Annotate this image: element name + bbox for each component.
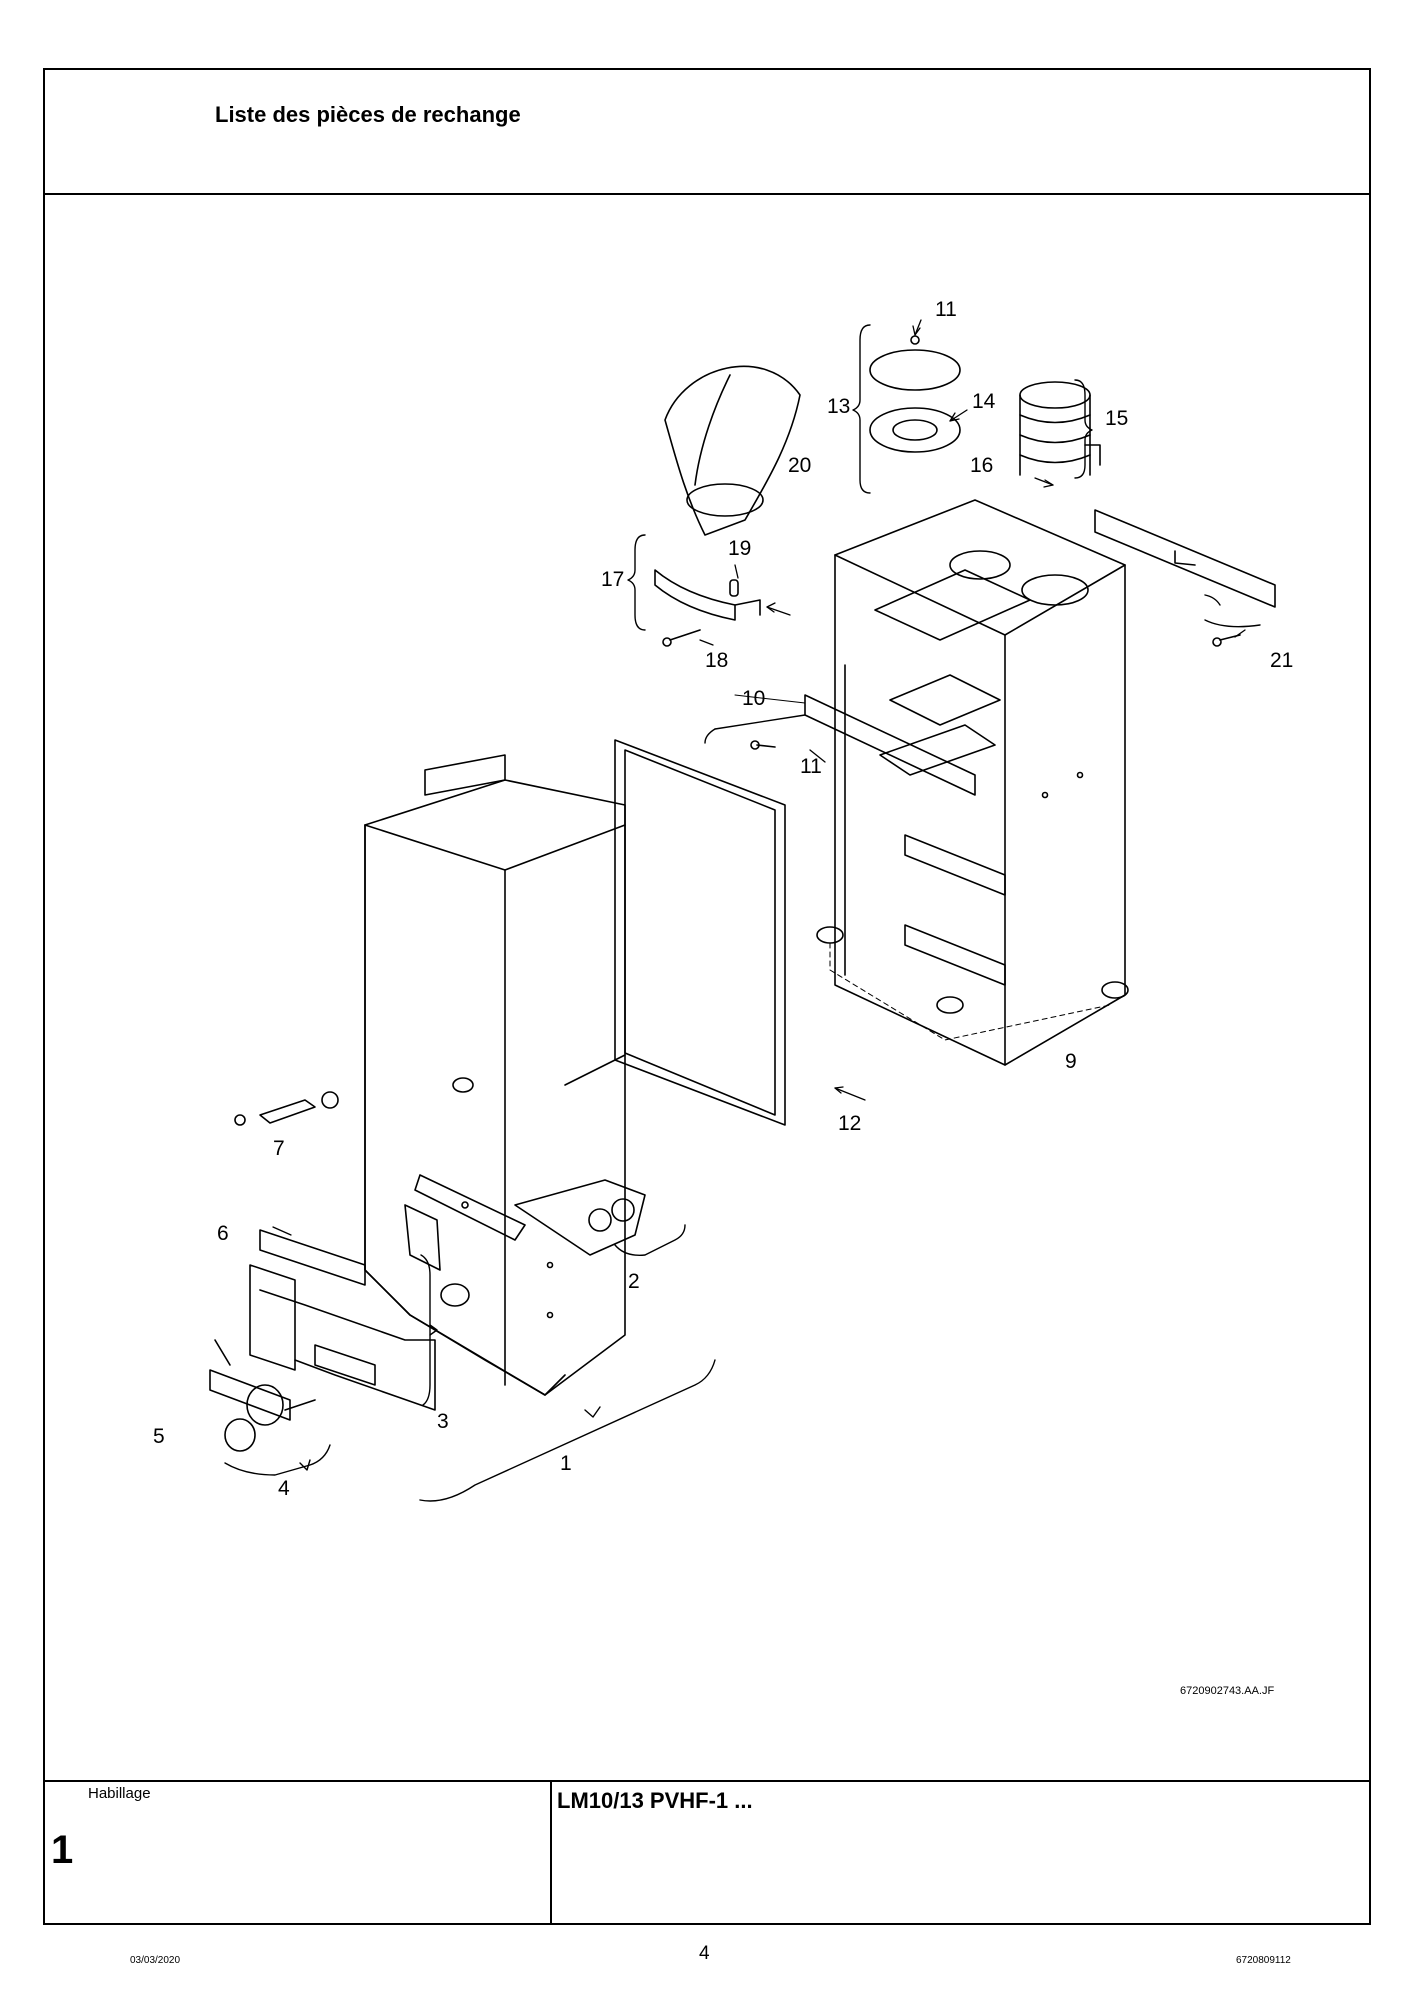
callout-7: 7 [273,1137,285,1160]
callout-9: 9 [1065,1050,1077,1073]
callout-3: 3 [437,1410,449,1433]
callout-6: 6 [217,1222,229,1245]
callout-11-bottom: 11 [800,755,822,778]
flue-elbow [664,365,801,536]
footer-column-divider [550,1780,552,1925]
callout-2: 2 [628,1270,640,1293]
page-title: Liste des pièces de rechange [215,102,521,127]
callout-16: 16 [970,454,993,477]
front-frame-panel [614,739,786,1126]
section-caption: Habillage [88,1785,151,1802]
casing-front-panel [364,754,646,1396]
gasket-set [869,335,961,453]
callout-labels: 1 2 3 4 5 6 7 9 10 11 11 12 13 14 15 16 … [153,298,1293,1500]
header-divider [43,193,1371,195]
clamp-set [654,569,761,647]
grommets [816,926,1129,1041]
callout-18: 18 [705,649,728,672]
callout-13: 13 [827,395,850,418]
callout-1: 1 [560,1452,572,1475]
callout-17: 17 [601,568,624,591]
control-panel-parts [209,1091,436,1452]
print-date: 03/03/2020 [130,1955,181,1966]
flue-adaptor [1019,381,1101,476]
callout-21: 21 [1270,649,1293,672]
callout-14: 14 [972,390,996,413]
section-number: 1 [51,1828,74,1872]
crossbar-rail [734,694,976,796]
exploded-parts-drawing: 1 2 3 4 5 6 7 9 10 11 11 12 13 14 15 16 … [45,195,1369,1780]
document-number: 6720809112 [1236,1955,1291,1966]
callout-11-top: 11 [935,298,957,321]
callout-20: 20 [788,454,811,477]
callout-19: 19 [728,537,751,560]
callout-10: 10 [742,687,765,710]
drawing-reference-code: 6720902743.AA.JF [1180,1685,1275,1697]
group-braces [224,324,1261,1502]
leader-lines [272,319,1246,1236]
callout-15: 15 [1105,407,1128,430]
chassis-back-frame [834,499,1126,1066]
footer-divider [43,1780,1371,1782]
callout-12: 12 [838,1112,861,1135]
page-number: 4 [699,1943,710,1964]
callout-5: 5 [153,1425,165,1448]
callout-4: 4 [278,1477,290,1500]
model-name: LM10/13 PVHF-1 ... [557,1788,753,1813]
page-frame [43,68,1371,1925]
side-rail [1094,509,1276,647]
